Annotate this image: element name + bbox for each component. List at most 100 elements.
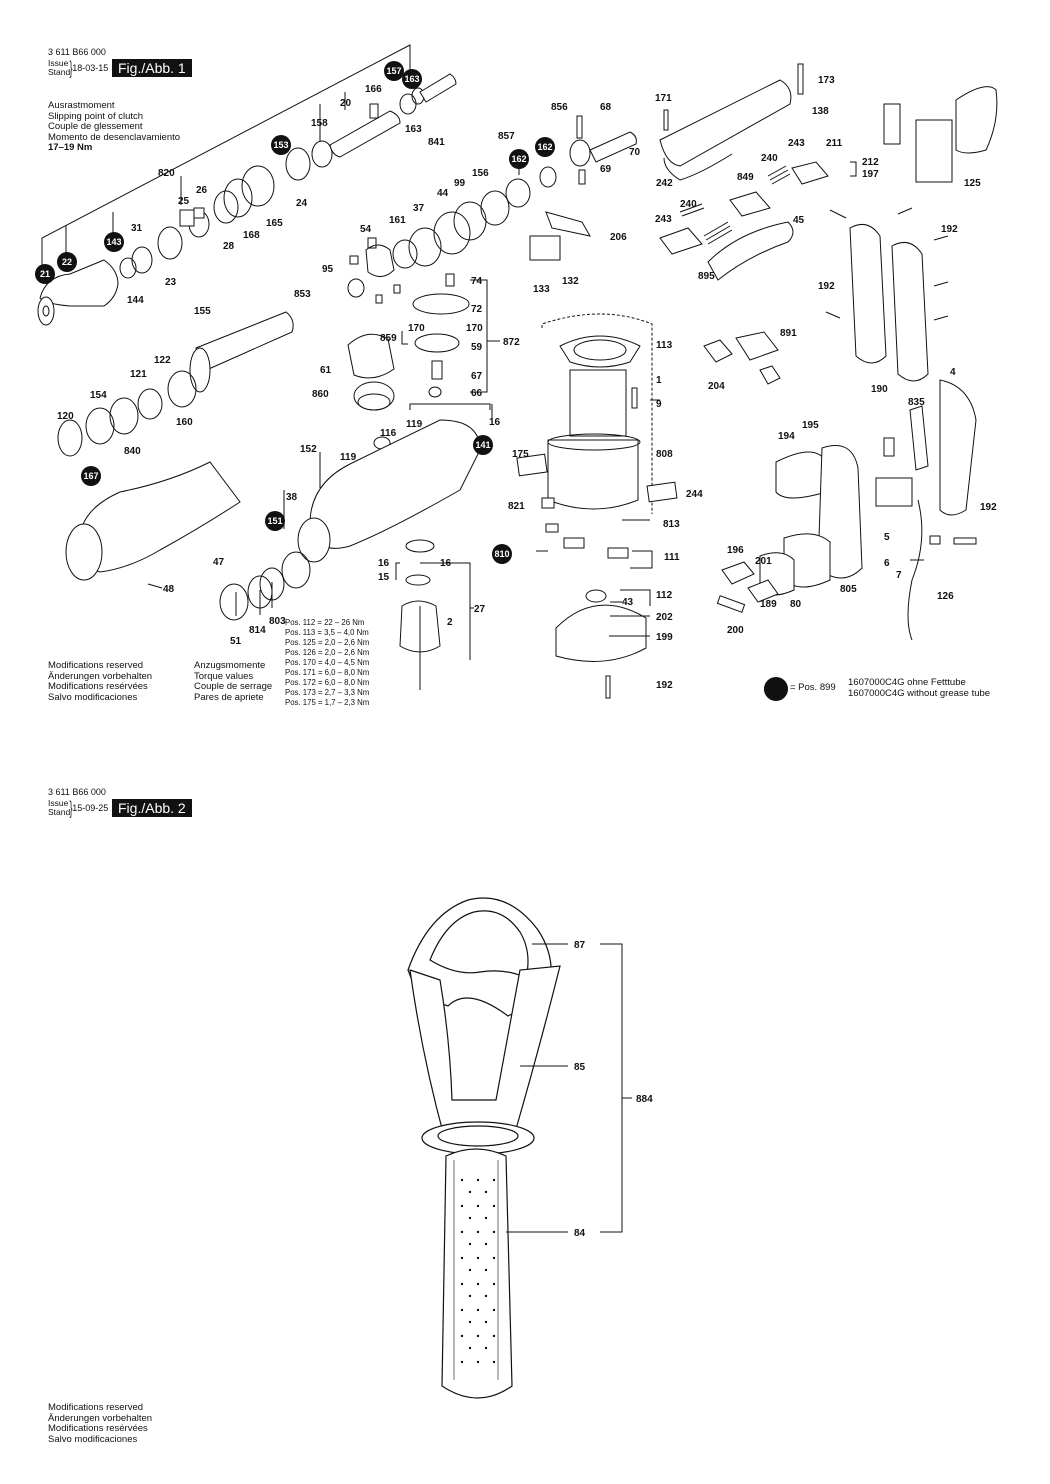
handle-body <box>409 965 561 1137</box>
label-45: 895 <box>698 271 715 282</box>
label-158: 158 <box>311 118 328 129</box>
label-192: 891 <box>780 328 797 339</box>
grease-dot-icon <box>764 678 786 700</box>
label-125d: 192 <box>980 502 997 513</box>
label-15: 2 <box>447 617 453 628</box>
label-116: 116 <box>380 428 397 439</box>
badge-21: 21 <box>40 269 50 279</box>
label-138: 242 <box>656 178 673 189</box>
label-43: 199 <box>656 632 673 643</box>
doc-number: 3 611 B66 000 <box>48 47 106 57</box>
label-211: 212 <box>862 157 879 168</box>
label-132: 132 <box>562 276 579 287</box>
label-155: 122 <box>154 355 171 366</box>
label-194: 196 <box>727 545 744 556</box>
label-175: 813 <box>663 519 680 530</box>
label-27: 113 <box>656 340 673 351</box>
label-808: 175 <box>512 449 529 460</box>
badge-157: 157 <box>386 66 401 76</box>
label-195: 201 <box>755 556 772 567</box>
label-112: 202 <box>656 612 673 623</box>
label-4: 835 <box>908 397 925 408</box>
label-154: 120 <box>57 411 74 422</box>
label-31: 31 <box>131 223 143 234</box>
label-23: 23 <box>165 277 177 288</box>
label-133: 133 <box>533 284 550 295</box>
label-244: 821 <box>508 501 525 512</box>
label-125: 192 <box>941 224 958 235</box>
label-120: 160 <box>176 417 193 428</box>
label-125c: 192 <box>656 680 673 691</box>
label-840: 152 <box>300 444 317 455</box>
label-25: 25 <box>178 196 190 207</box>
label-805: 6 <box>884 558 890 569</box>
label-857: 857 <box>498 131 515 142</box>
label-849: 45 <box>793 215 805 226</box>
label-242: 243 <box>788 138 805 149</box>
label-119b: 119 <box>340 452 357 463</box>
modifications-note-1: Modifications reserved Änderungen vorbeh… <box>48 660 153 703</box>
label-61: 61 <box>320 365 332 376</box>
handle-grip <box>441 1148 513 1399</box>
legend-pos: = Pos. 899 <box>790 682 836 693</box>
badge-22: 22 <box>62 257 72 267</box>
label-201: 189 <box>760 599 777 610</box>
label-872: 872 <box>503 337 520 348</box>
label-204: 190 <box>871 384 888 395</box>
label-68: 68 <box>600 102 612 113</box>
label-6: 126 <box>937 591 954 602</box>
label-111: 43 <box>622 597 634 608</box>
label-44: 44 <box>437 188 449 199</box>
issue-date-2: 15-09-25 <box>72 803 109 813</box>
label-240: 849 <box>737 172 754 183</box>
label-59: 59 <box>471 342 483 353</box>
label-821: 111 <box>664 552 680 563</box>
label-69: 69 <box>600 164 612 175</box>
label-156: 156 <box>472 168 489 179</box>
figure-label-2: Fig./Abb. 2 <box>112 799 192 817</box>
label-161: 161 <box>389 215 406 226</box>
label-121: 154 <box>90 390 107 401</box>
label-144: 144 <box>127 295 144 306</box>
torque-headers: Anzugsmomente Torque values Couple de se… <box>194 660 273 703</box>
parts-diagram-1: 21 22 143 153 157 163 162 162 141 151 16… <box>35 44 998 701</box>
legend-lines: 1607000C4G ohne Fetttube 1607000C4G with… <box>848 677 991 699</box>
label-67: 67 <box>471 371 483 382</box>
label-113: 9 <box>656 399 662 410</box>
label-206: 206 <box>610 232 627 243</box>
label-47: 51 <box>230 636 242 647</box>
label-199: 195 <box>802 420 819 431</box>
label-37: 37 <box>413 203 425 214</box>
label-74: 74 <box>471 276 483 287</box>
label-853: 853 <box>294 289 311 300</box>
label-16: 16 <box>489 417 501 428</box>
issue-label: Issue <box>48 58 69 68</box>
label-895: 211 <box>826 138 843 149</box>
label-160: 840 <box>124 446 141 457</box>
label-24: 24 <box>296 198 308 209</box>
badge-162: 162 <box>511 154 526 164</box>
label-54: 54 <box>360 224 372 235</box>
label-170b: 170 <box>466 323 483 334</box>
torque-values: Pos. 112 = 22 – 26 Nm Pos. 113 = 3,5 – 4… <box>285 618 370 707</box>
label-835: 155 <box>194 306 211 317</box>
label-202: 194 <box>778 431 795 442</box>
label-28: 28 <box>223 241 235 252</box>
label-48: 814 <box>249 625 266 636</box>
badge-163: 163 <box>404 74 419 84</box>
label-2: 1 <box>656 375 662 386</box>
label-172: 173 <box>818 75 835 86</box>
label-9: 244 <box>686 489 703 500</box>
badge-143: 143 <box>106 237 121 247</box>
label-87: 87 <box>574 940 586 951</box>
auxiliary-handle-diagram: 87 85 84 884 <box>407 897 653 1399</box>
label-84: 84 <box>574 1228 586 1239</box>
modifications-note-2: Modifications reserved Änderungen vorbeh… <box>48 1402 153 1445</box>
label-152: 38 <box>286 492 298 503</box>
label-16c: 16 <box>440 558 452 569</box>
label-813: 112 <box>656 590 673 601</box>
